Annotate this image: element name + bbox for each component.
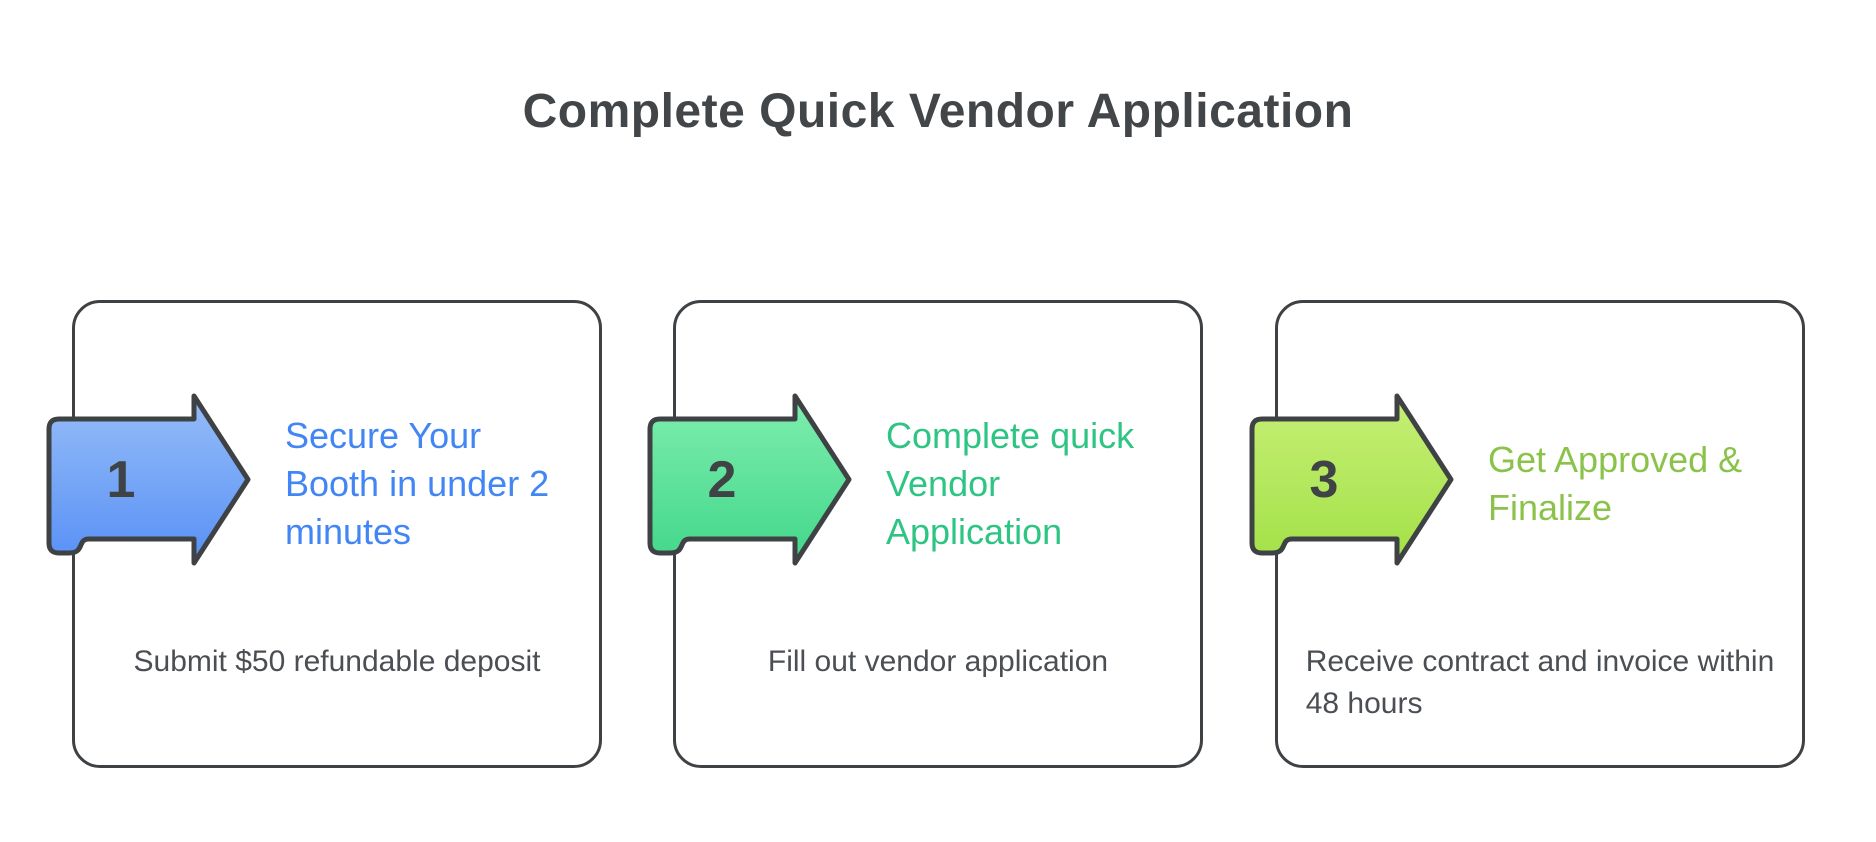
step-3-description: Receive contract and invoice within 48 h… bbox=[1278, 641, 1802, 725]
step-2-heading: Complete quick Vendor Application bbox=[886, 415, 1135, 552]
step-2-description: Fill out vendor application bbox=[676, 641, 1200, 683]
page-title: Complete Quick Vendor Application bbox=[522, 85, 1354, 138]
step-3-arrow-icon: 3 bbox=[1249, 393, 1454, 566]
step-3-heading: Get Approved & Finalize bbox=[1488, 439, 1743, 528]
step-3-description-text: Receive contract and invoice within 48 h… bbox=[1305, 645, 1775, 720]
step-1-number: 1 bbox=[107, 451, 136, 509]
step-2-arrow-icon: 2 bbox=[647, 393, 852, 566]
step-2-number: 2 bbox=[708, 451, 737, 509]
step-2-description-text: Fill out vendor application bbox=[767, 645, 1109, 678]
step-1-arrow-icon: 1 bbox=[46, 393, 251, 566]
step-1-description: Submit $50 refundable deposit bbox=[75, 641, 599, 683]
step-1-description-text: Submit $50 refundable deposit bbox=[133, 645, 541, 678]
step-1-heading: Secure Your Booth in under 2 minutes bbox=[285, 415, 550, 552]
step-3-number: 3 bbox=[1310, 451, 1339, 509]
